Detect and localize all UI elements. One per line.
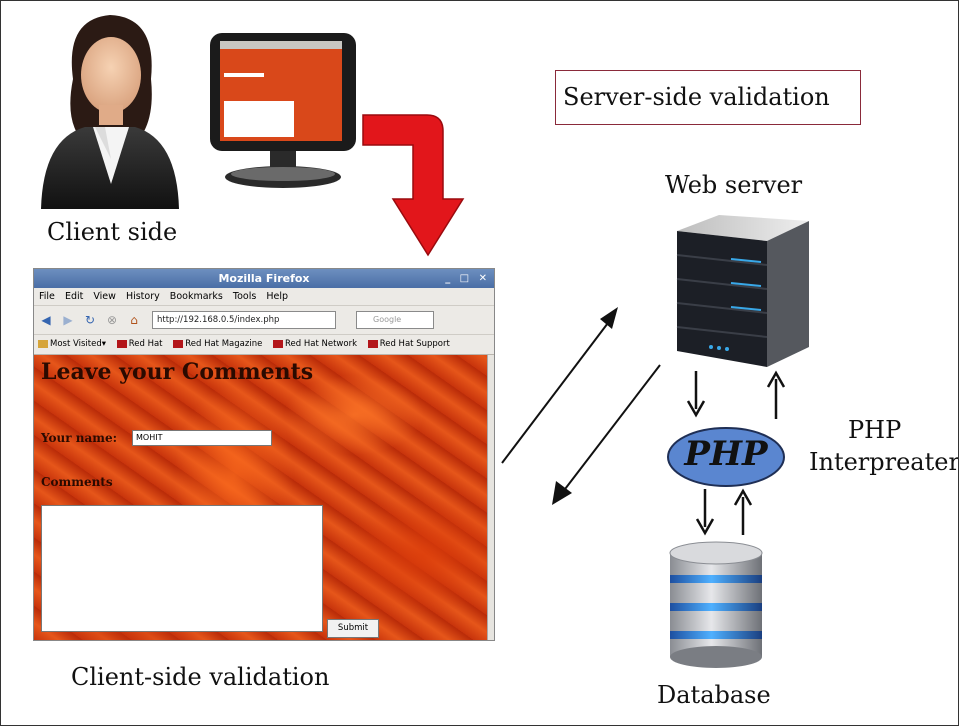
browser-menubar: File Edit View History Bookmarks Tools H… <box>34 288 494 306</box>
menu-edit[interactable]: Edit <box>64 291 84 302</box>
browser-title: Mozilla Firefox <box>218 272 310 285</box>
reload-icon[interactable]: ↻ <box>84 313 96 327</box>
menu-help[interactable]: Help <box>266 291 289 302</box>
page-content: Leave your Comments Your name: MOHIT Com… <box>34 355 488 640</box>
request-response-arrows <box>501 307 661 505</box>
php-label: PHP <box>684 434 768 474</box>
browser-navbar: ◀ ▶ ↻ ⊗ ⌂ http://192.168.0.5/index.php G… <box>34 306 494 335</box>
bookmark-item[interactable]: Red Hat Support <box>367 339 450 349</box>
web-server-label: Web server <box>665 171 803 199</box>
client-side-label: Client side <box>47 218 178 246</box>
monitor-icon <box>210 33 356 188</box>
home-icon[interactable]: ⌂ <box>130 313 138 327</box>
user-icon <box>41 15 179 209</box>
scrollbar[interactable] <box>487 355 494 640</box>
menu-view[interactable]: View <box>93 291 116 302</box>
name-label: Your name: <box>41 431 118 445</box>
php-ellipse <box>667 427 785 487</box>
comments-textarea[interactable] <box>41 505 323 632</box>
bookmarks-bar: Most Visited▾ Red Hat Red Hat Magazine R… <box>34 335 494 355</box>
menu-history[interactable]: History <box>125 291 160 302</box>
submit-button[interactable]: Submit <box>327 619 379 638</box>
menu-file[interactable]: File <box>39 291 55 302</box>
database-label: Database <box>657 681 771 709</box>
php-interpreter-label-line1: PHP <box>848 416 902 444</box>
menu-bookmarks[interactable]: Bookmarks <box>169 291 223 302</box>
php-interpreter-label-line2: Interpreater <box>809 448 959 476</box>
php-db-arrows <box>695 488 753 536</box>
red-arrow-icon <box>362 114 465 257</box>
stop-icon[interactable]: ⊗ <box>106 313 118 327</box>
server-php-arrows <box>686 370 786 419</box>
bookmark-item[interactable]: Most Visited▾ <box>38 339 106 349</box>
search-input[interactable]: Google <box>356 311 434 329</box>
forward-icon[interactable]: ▶ <box>63 313 73 327</box>
bookmark-item[interactable]: Red Hat Network <box>273 339 357 349</box>
server-validation-label: Server-side validation <box>563 83 830 111</box>
browser-titlebar: Mozilla Firefox _ □ ✕ <box>34 269 494 288</box>
comments-label: Comments <box>41 475 113 489</box>
browser-window: Mozilla Firefox _ □ ✕ File Edit View His… <box>33 268 495 641</box>
client-validation-label: Client-side validation <box>71 663 330 691</box>
bookmark-item[interactable]: Red Hat <box>116 339 163 349</box>
page-title: Leave your Comments <box>41 359 314 385</box>
url-input[interactable]: http://192.168.0.5/index.php <box>152 311 336 329</box>
bookmark-item[interactable]: Red Hat Magazine <box>173 339 262 349</box>
database-icon <box>669 541 763 668</box>
window-controls[interactable]: _ □ ✕ <box>445 273 490 284</box>
name-input[interactable]: MOHIT <box>132 430 272 446</box>
server-icon <box>676 215 809 367</box>
menu-tools[interactable]: Tools <box>232 291 257 302</box>
back-icon[interactable]: ◀ <box>41 313 51 327</box>
server-validation-box <box>555 70 861 125</box>
